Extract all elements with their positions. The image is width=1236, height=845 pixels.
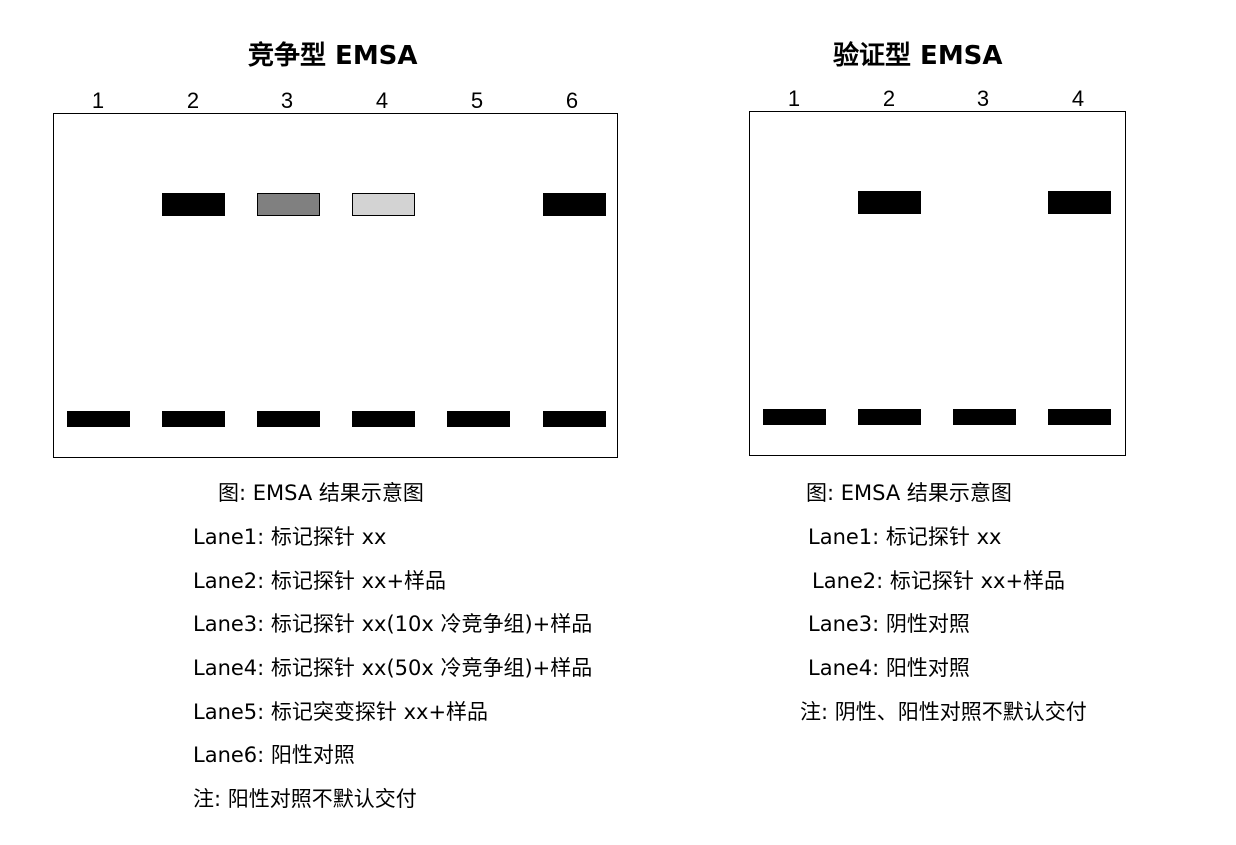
left-lane-number-5: 5 [470,88,484,113]
left-legend-note: 注: 阳性对照不默认交付 [193,787,417,811]
left-shift-band-lane-2 [162,193,225,216]
right-lane-number-3: 3 [976,86,990,111]
right-gel [749,111,1126,456]
left-lane-number-1: 1 [91,88,105,113]
left-free-probe-band-lane-6 [543,411,606,427]
right-lane-number-1: 1 [787,86,801,111]
right-free-probe-band-lane-4 [1048,409,1111,425]
right-shift-band-lane-2 [858,191,921,214]
right-lane-number-4: 4 [1071,86,1085,111]
left-free-probe-band-lane-3 [257,411,320,427]
right-legend-lane1: Lane1: 标记探针 xx [808,525,1002,549]
left-lane-number-6: 6 [565,88,579,113]
left-free-probe-band-lane-5 [447,411,510,427]
right-free-probe-band-lane-3 [953,409,1016,425]
left-lane-number-4: 4 [375,88,389,113]
left-shift-band-lane-3 [257,193,320,216]
right-legend-lane2: Lane2: 标记探针 xx+样品 [812,569,1066,593]
left-legend-lane1: Lane1: 标记探针 xx [193,525,387,549]
left-legend-lane6: Lane6: 阳性对照 [193,743,355,767]
left-shift-band-lane-6 [543,193,606,216]
left-gel [53,113,618,458]
right-legend-lane4: Lane4: 阳性对照 [808,656,970,680]
right-legend-lane3: Lane3: 阴性对照 [808,612,970,636]
right-legend-note: 注: 阴性、阳性对照不默认交付 [800,700,1087,724]
left-free-probe-band-lane-1 [67,411,130,427]
right-lane-number-2: 2 [882,86,896,111]
left-legend-lane5: Lane5: 标记突变探针 xx+样品 [193,700,489,724]
left-lane-number-2: 2 [186,88,200,113]
left-free-probe-band-lane-2 [162,411,225,427]
left-legend-lane4: Lane4: 标记探针 xx(50x 冷竞争组)+样品 [193,656,593,680]
right-free-probe-band-lane-1 [763,409,826,425]
right-free-probe-band-lane-2 [858,409,921,425]
right-caption: 图: EMSA 结果示意图 [806,481,1012,505]
left-legend-lane2: Lane2: 标记探针 xx+样品 [193,569,447,593]
left-legend-lane3: Lane3: 标记探针 xx(10x 冷竞争组)+样品 [193,612,593,636]
left-panel-title: 竞争型 EMSA [248,41,418,71]
right-panel-title: 验证型 EMSA [833,41,1003,71]
left-lane-number-3: 3 [280,88,294,113]
left-caption: 图: EMSA 结果示意图 [218,481,424,505]
left-free-probe-band-lane-4 [352,411,415,427]
right-shift-band-lane-4 [1048,191,1111,214]
left-shift-band-lane-4 [352,193,415,216]
